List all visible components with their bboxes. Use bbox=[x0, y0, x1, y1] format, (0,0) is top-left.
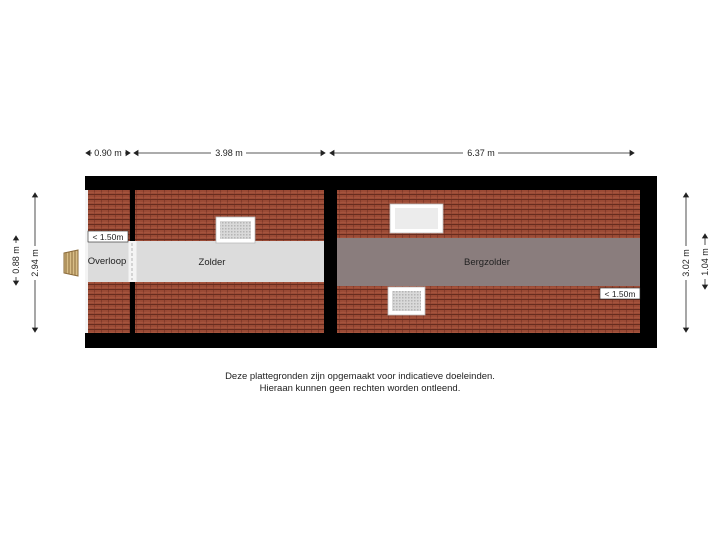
dimension-label: 3.98 m bbox=[215, 148, 243, 158]
height-note: < 1.50m bbox=[599, 287, 641, 300]
skylight-window bbox=[387, 286, 426, 316]
height-note-text: < 1.50m bbox=[605, 289, 636, 299]
dimension-label: 1.04 m bbox=[700, 248, 710, 276]
height-note: < 1.50m bbox=[87, 230, 129, 243]
dimension-label: 0.88 m bbox=[11, 246, 21, 274]
disclaimer-line: Hieraan kunnen geen rechten worden ontle… bbox=[259, 383, 461, 394]
room-label-overloop: Overloop bbox=[88, 256, 127, 267]
dimension-labels-right: 3.02 m 1.04 m bbox=[680, 245, 711, 280]
dimension-label: 3.02 m bbox=[681, 249, 691, 277]
dimension-label: 0.90 m bbox=[94, 148, 122, 158]
stairs-icon bbox=[63, 249, 79, 277]
dimension-labels-top: 0.90 m 3.98 m 6.37 m bbox=[92, 147, 498, 159]
skylight-window bbox=[389, 203, 444, 234]
opening bbox=[85, 190, 88, 333]
interior-wall bbox=[324, 176, 337, 348]
overloop-floor bbox=[88, 241, 130, 282]
bergzolder-floor bbox=[337, 238, 640, 286]
dimension-label: 2.94 m bbox=[30, 249, 40, 277]
disclaimer-line: Deze plattegronden zijn opgemaakt voor i… bbox=[225, 371, 495, 382]
dimension-labels-left: 0.88 m 2.94 m bbox=[10, 243, 41, 280]
disclaimer: Deze plattegronden zijn opgemaakt voor i… bbox=[0, 371, 720, 395]
room-label-zolder: Zolder bbox=[199, 257, 226, 268]
room-label-bergzolder: Bergzolder bbox=[464, 257, 510, 268]
skylight-window bbox=[215, 216, 256, 244]
zolder-floor bbox=[135, 241, 324, 282]
height-note-text: < 1.50m bbox=[93, 232, 124, 242]
dimension-label: 6.37 m bbox=[467, 148, 495, 158]
door-opening bbox=[128, 241, 137, 282]
